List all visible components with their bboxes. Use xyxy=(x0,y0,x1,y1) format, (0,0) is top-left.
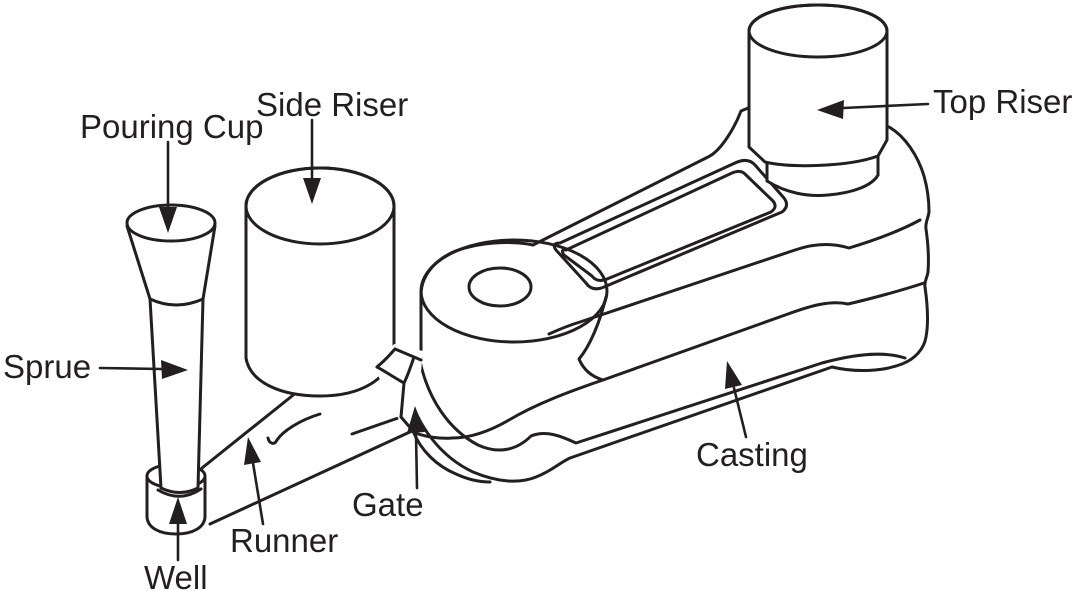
gate-shape xyxy=(266,344,492,484)
well-arrowhead-icon xyxy=(169,497,187,524)
sprue-base-rim-arc xyxy=(156,487,203,498)
cup-top-ellipse xyxy=(125,203,217,243)
casting-ledge-top xyxy=(547,218,922,336)
gate-arrowhead-icon xyxy=(407,406,425,433)
casting-body xyxy=(402,104,931,483)
casting-arrow xyxy=(725,361,748,439)
runner-top-edge xyxy=(200,390,299,470)
sprue-leader-line xyxy=(98,366,164,371)
top-riser-arrowhead-icon xyxy=(817,100,844,119)
casting-ledge-mid xyxy=(577,281,926,382)
neck-bottom-arc xyxy=(765,173,880,197)
runner-near-top-edge xyxy=(350,415,403,436)
pouring-cup-arrowhead-icon xyxy=(159,207,177,233)
well-outline xyxy=(145,474,207,536)
side-riser-label: Side Riser xyxy=(256,86,408,123)
well-label: Well xyxy=(144,559,208,591)
gate-leader-line xyxy=(414,432,419,490)
runner-far-hook-curve xyxy=(266,412,322,445)
boss-ledge-curve xyxy=(411,378,605,440)
sprue-cup-shape xyxy=(125,203,217,498)
runner-fill xyxy=(202,391,414,524)
gate-right-facet xyxy=(402,355,416,385)
top-riser-leader-line xyxy=(841,102,930,110)
side-riser-arrow xyxy=(303,118,321,204)
pouring-cup-arrow xyxy=(159,140,177,233)
side-riser-top-ellipse xyxy=(244,166,396,246)
boss-hole xyxy=(467,266,533,308)
runner-bottom-edge xyxy=(208,429,414,526)
casting-ledge-low xyxy=(418,352,907,452)
runner-leader-line xyxy=(251,461,265,526)
runner-arrow xyxy=(244,437,265,526)
casting-arrowhead-icon xyxy=(725,361,742,389)
sprue-arrow xyxy=(98,360,188,379)
top-riser-arrow xyxy=(817,100,930,119)
gate-boss-curve xyxy=(411,429,492,484)
sprue-left-edge xyxy=(148,297,163,490)
runner-label: Runner xyxy=(230,522,338,559)
cup-sprue-fill xyxy=(127,205,215,494)
side-riser-shape xyxy=(244,166,396,398)
casting-label: Casting xyxy=(696,436,808,473)
top-riser-label: Top Riser xyxy=(933,83,1072,120)
sprue-bottom-arc xyxy=(159,486,200,494)
recess-panel-outer xyxy=(552,158,789,291)
recess-panel-inner xyxy=(560,169,777,282)
casting-leader-line xyxy=(732,386,748,439)
side-riser-arrowhead-icon xyxy=(303,178,321,204)
runner-shape xyxy=(200,390,414,526)
pouring-cup-label: Pouring Cup xyxy=(80,108,263,145)
runner-arrowhead-icon xyxy=(244,437,261,465)
sprue-arrowhead-icon xyxy=(161,360,188,379)
cup-left-edge xyxy=(125,224,152,301)
well-arrow xyxy=(169,497,187,562)
cup-sprue-junction xyxy=(148,297,205,307)
labels: Pouring Cup Side Riser Top Riser Sprue W… xyxy=(3,83,1072,591)
sprue-label: Sprue xyxy=(3,348,91,385)
cup-right-edge xyxy=(201,224,217,301)
top-riser-top-ellipse xyxy=(747,3,889,59)
boss-top-ellipse xyxy=(419,238,609,344)
gate-left-facet-b xyxy=(375,365,406,385)
side-riser-cylinder xyxy=(244,166,396,398)
top-riser-shape xyxy=(747,3,889,168)
gate-front-left-edge xyxy=(399,381,406,419)
gate-arrow xyxy=(407,406,425,490)
gate-label: Gate xyxy=(352,486,424,523)
gate-left-facet-a xyxy=(375,347,397,369)
sprue-right-edge xyxy=(196,297,205,490)
top-riser-cylinder xyxy=(747,3,889,168)
